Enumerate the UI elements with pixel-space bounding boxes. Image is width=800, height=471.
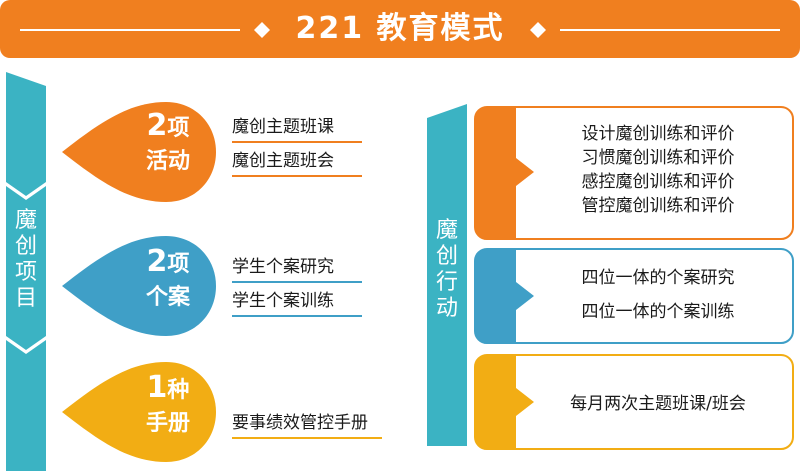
left-label-char: 魔 [14,208,37,233]
card-line: 每月两次主题班课/班会 [570,394,746,414]
card-line: 四位一体的个案训练 [581,302,735,322]
right-label-char: 创 [435,244,458,269]
right-side-bar [427,104,467,446]
diamond-left-icon [254,22,270,38]
pin-activities-text: 2项 活动 [126,108,210,175]
pin-number: 2 [146,108,168,143]
left-label-char: 项 [14,260,37,285]
pin-word-bottom: 手册 [145,411,190,436]
pin-word-top: 项 [167,252,190,277]
card-case-study-lines: 四位一体的个案研究 四位一体的个案训练 [530,266,786,324]
right-vertical-label: 魔 创 行 动 [432,218,462,322]
left-vertical-label: 魔 创 项 目 [11,208,41,312]
pin-number: 2 [146,244,168,279]
item-underline [232,437,382,439]
pin-item: 学生个案研究 [232,257,334,277]
card-line: 设计魔创训练和评价 [581,124,735,144]
pin-handbook-text: 1种 手册 [126,370,210,437]
card-line: 感控魔创训练和评价 [581,172,735,192]
left-label-chevron [6,182,46,200]
card-line: 习惯魔创训练和评价 [581,148,735,168]
card-line: 管控魔创训练和评价 [581,196,735,216]
left-side-bar [6,72,46,471]
left-label-char: 目 [14,286,37,311]
right-label-char: 魔 [435,218,458,243]
pin-item: 学生个案训练 [232,291,334,311]
pin-word-bottom: 个案 [145,285,190,310]
pin-word-bottom: 活动 [145,149,190,174]
pin-cases-text: 2项 个案 [126,244,210,311]
pin-item: 魔创主题班会 [232,151,334,171]
right-label-char: 行 [435,270,458,295]
card-training [474,106,794,240]
card-case-study [474,248,794,344]
card-line: 四位一体的个案研究 [581,268,735,288]
left-label-char: 创 [14,234,37,259]
pin-item: 魔创主题班课 [232,117,334,137]
pin-number: 1 [146,370,168,405]
item-underline [232,281,362,283]
pin-word-top: 项 [167,116,190,141]
card-monthly [474,354,794,450]
diamond-right-icon [530,22,546,38]
right-label-char: 动 [435,296,458,321]
pin-word-top: 种 [167,378,190,403]
title-banner [0,0,800,58]
page-title: 221 教育模式 [295,11,505,46]
pin-item: 要事绩效管控手册 [232,413,368,433]
pin-cases [62,236,216,336]
pin-handbook [62,362,216,462]
left-label-chevron-bottom [6,336,46,354]
pin-activities [62,102,216,202]
card-training-lines: 设计魔创训练和评价 习惯魔创训练和评价 感控魔创训练和评价 管控魔创训练和评价 [530,122,786,218]
item-underline [232,141,362,143]
item-underline [232,315,362,317]
card-monthly-lines: 每月两次主题班课/班会 [530,392,786,416]
item-underline [232,175,362,177]
